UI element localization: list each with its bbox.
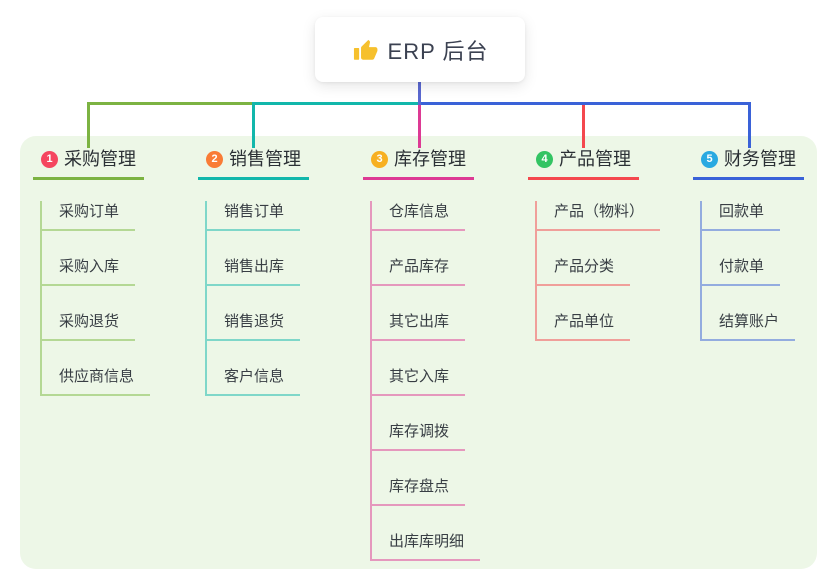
child-node[interactable]: 采购退货 bbox=[42, 311, 136, 341]
branch-column-3: 3 库存管理仓库信息产品库存其它出库其它入库库存调拨库存盘点出库库明细 bbox=[363, 148, 481, 561]
branch-node-label: 销售管理 bbox=[229, 149, 301, 169]
child-node[interactable]: 回款单 bbox=[702, 201, 781, 231]
child-node[interactable]: 产品库存 bbox=[372, 256, 466, 286]
branch-column-2: 2 销售管理销售订单销售出库销售退货客户信息 bbox=[198, 148, 309, 396]
branch-number-badge: 2 bbox=[206, 150, 223, 168]
branch-children: 产品（物料） 产品分类产品单位 bbox=[535, 201, 661, 341]
child-node[interactable]: 出库库明细 bbox=[372, 531, 481, 561]
child-node[interactable]: 销售退货 bbox=[207, 311, 301, 341]
branches-layer: 1 采购管理采购订单采购入库采购退货供应商信息 2 销售管理销售订单销售出库销售退货客… bbox=[20, 136, 817, 569]
child-node[interactable]: 产品单位 bbox=[537, 311, 631, 341]
branch-children: 销售订单销售出库销售退货客户信息 bbox=[205, 201, 301, 396]
child-node[interactable]: 库存盘点 bbox=[372, 476, 466, 506]
branch-number-badge: 1 bbox=[41, 150, 58, 168]
child-node[interactable]: 仓库信息 bbox=[372, 201, 466, 231]
branch-column-5: 5 财务管理回款单付款单结算账户 bbox=[693, 148, 804, 341]
child-node[interactable]: 结算账户 bbox=[702, 311, 796, 341]
branch-group-panel bbox=[20, 136, 817, 569]
root-node-label: ERP 后台 bbox=[387, 38, 489, 64]
child-node[interactable]: 其它入库 bbox=[372, 366, 466, 396]
branch-node-3[interactable]: 3 库存管理 bbox=[363, 148, 474, 180]
branch-column-1: 1 采购管理采购订单采购入库采购退货供应商信息 bbox=[33, 148, 151, 396]
child-node[interactable]: 采购订单 bbox=[42, 201, 136, 231]
branch-number-badge: 5 bbox=[701, 150, 718, 168]
child-node[interactable]: 客户信息 bbox=[207, 366, 301, 396]
branch-node-label: 产品管理 bbox=[559, 149, 631, 169]
child-node[interactable]: 产品分类 bbox=[537, 256, 631, 286]
child-node[interactable]: 销售订单 bbox=[207, 201, 301, 231]
branch-node-1[interactable]: 1 采购管理 bbox=[33, 148, 144, 180]
branch-node-label: 库存管理 bbox=[394, 149, 466, 169]
child-node[interactable]: 供应商信息 bbox=[42, 366, 151, 396]
child-node[interactable]: 其它出库 bbox=[372, 311, 466, 341]
child-node[interactable]: 库存调拨 bbox=[372, 421, 466, 451]
thumbs-up-icon bbox=[352, 37, 378, 63]
branch-children: 采购订单采购入库采购退货供应商信息 bbox=[40, 201, 151, 396]
branch-children: 回款单付款单结算账户 bbox=[700, 201, 796, 341]
child-node[interactable]: 销售出库 bbox=[207, 256, 301, 286]
branch-number-badge: 3 bbox=[371, 150, 388, 168]
branch-node-4[interactable]: 4 产品管理 bbox=[528, 148, 639, 180]
branch-node-label: 财务管理 bbox=[724, 149, 796, 169]
child-node[interactable]: 采购入库 bbox=[42, 256, 136, 286]
branch-column-4: 4 产品管理产品（物料） 产品分类产品单位 bbox=[528, 148, 661, 341]
branch-node-2[interactable]: 2 销售管理 bbox=[198, 148, 309, 180]
child-node[interactable]: 产品（物料） bbox=[537, 201, 661, 231]
branch-node-5[interactable]: 5 财务管理 bbox=[693, 148, 804, 180]
root-node[interactable]: ERP 后台 bbox=[315, 17, 525, 82]
branch-children: 仓库信息产品库存其它出库其它入库库存调拨库存盘点出库库明细 bbox=[370, 201, 481, 561]
branch-number-badge: 4 bbox=[536, 150, 553, 168]
branch-node-label: 采购管理 bbox=[64, 149, 136, 169]
child-node[interactable]: 付款单 bbox=[702, 256, 781, 286]
